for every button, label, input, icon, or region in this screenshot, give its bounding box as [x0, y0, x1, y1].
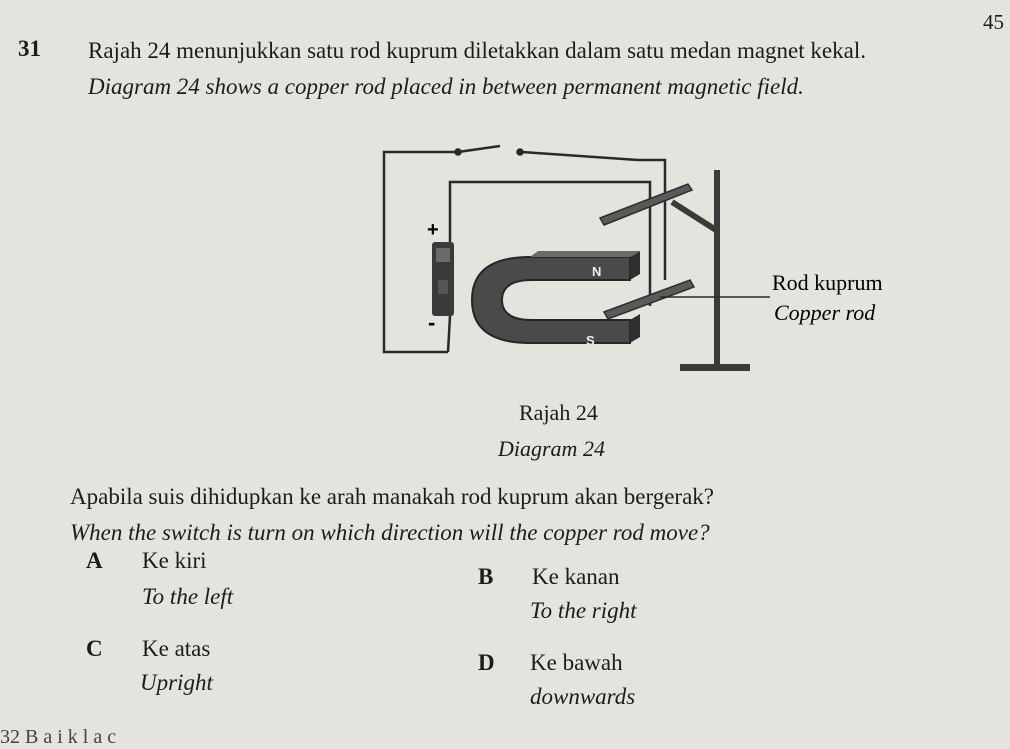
diagram-caption-english: Diagram 24 [498, 436, 605, 461]
battery-minus-sign: - [428, 310, 435, 335]
option-c-text-malay[interactable]: Ke atas [142, 636, 211, 661]
option-a-letter[interactable]: A [86, 548, 103, 573]
option-a-text-english[interactable]: To the left [142, 584, 234, 609]
page-number: 45 [983, 10, 1004, 34]
option-a-text-malay[interactable]: Ke kiri [142, 548, 207, 573]
switch-icon [454, 144, 524, 156]
prompt-text-malay: Apabila suis dihidupkan ke arah manakah … [70, 484, 714, 509]
upper-rail [598, 183, 694, 226]
option-c-letter[interactable]: C [86, 636, 103, 661]
option-b-text-english[interactable]: To the right [530, 598, 637, 623]
copper-rod-label-english: Copper rod [774, 300, 876, 325]
magnet-north-pole-label: N [592, 264, 601, 279]
question-text-malay: Rajah 24 menunjukkan satu rod kuprum dil… [88, 38, 866, 63]
footer-cut-text: 32 B a i k l a c [0, 726, 117, 748]
battery-icon [432, 242, 454, 316]
option-d-text-malay[interactable]: Ke bawah [530, 650, 623, 675]
option-d-letter[interactable]: D [478, 650, 495, 675]
bottom-wire [446, 315, 452, 353]
horseshoe-magnet [470, 251, 640, 344]
question-number: 31 [18, 36, 41, 61]
option-d-text-english[interactable]: downwards [530, 684, 636, 709]
retort-stand [670, 170, 750, 371]
magnet-circuit-diagram: + - N S Rod kuprum Copper rod [382, 144, 883, 371]
question-text-english: Diagram 24 shows a copper rod placed in … [88, 74, 804, 99]
lower-rail [602, 279, 696, 320]
option-c-text-english[interactable]: Upright [140, 670, 213, 695]
option-b-text-malay[interactable]: Ke kanan [532, 564, 620, 589]
option-b-letter[interactable]: B [478, 564, 494, 589]
diagram-caption-malay: Rajah 24 [519, 400, 598, 425]
prompt-text-english: When the switch is turn on which directi… [70, 520, 710, 545]
battery-plus-sign: + [427, 219, 439, 241]
copper-rod-label-malay: Rod kuprum [772, 270, 883, 295]
inner-wire [448, 180, 652, 306]
magnet-south-pole-label: S [586, 333, 595, 348]
